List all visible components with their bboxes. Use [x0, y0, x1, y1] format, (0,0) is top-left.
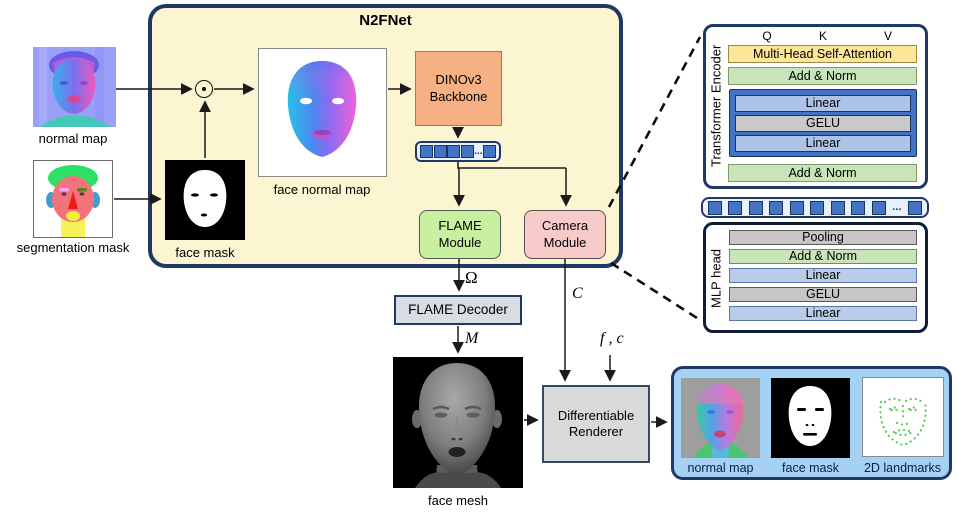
- token-square: [769, 200, 784, 215]
- differentiable-renderer-box: Differentiable Renderer: [542, 385, 650, 463]
- face-normal-map-label: face normal map: [273, 182, 371, 197]
- face-mesh-art: [393, 357, 523, 488]
- flame-module-box: FLAME Module: [419, 210, 501, 259]
- flame-decoder-box: FLAME Decoder: [394, 295, 522, 325]
- token-square: [851, 200, 866, 215]
- face-mask-art: [165, 160, 245, 240]
- mlp-linear-row-2: Linear: [729, 306, 917, 321]
- token-square: [460, 145, 474, 158]
- token-square: [810, 200, 825, 215]
- token-bar-small: ...: [415, 141, 501, 162]
- token-square: [871, 200, 886, 215]
- token-strip-ellipsis: ...: [892, 201, 902, 213]
- transformer-encoder-label: Transformer Encoder: [708, 44, 724, 168]
- output-landmarks-image: [862, 377, 944, 457]
- multi-head-self-attention-row: Multi-Head Self-Attention: [728, 45, 917, 63]
- dot-core: [202, 87, 206, 91]
- token-square: [907, 200, 922, 215]
- token-ellipsis: ...: [474, 145, 483, 157]
- token-square: [830, 200, 845, 215]
- token-square: [728, 200, 743, 215]
- m-symbol: M: [465, 330, 479, 347]
- token-square: [420, 145, 433, 158]
- output-normal-map-art: [681, 378, 760, 458]
- output-face-mask-art: [771, 378, 850, 458]
- face-mesh-label: face mesh: [428, 493, 488, 508]
- elementwise-product-icon: [195, 80, 213, 98]
- token-square: [433, 145, 447, 158]
- q-label: Q: [762, 29, 772, 43]
- v-label: V: [883, 29, 892, 43]
- face-mesh-image: [393, 357, 523, 488]
- output-landmarks-art: [879, 397, 927, 447]
- omega-symbol: Ω: [465, 268, 478, 287]
- token-square: [447, 145, 461, 158]
- pooling-row: Pooling: [729, 230, 917, 245]
- c-symbol: C: [572, 285, 583, 302]
- mlp-head-label: MLP head: [708, 248, 724, 308]
- normal-map-art: [33, 47, 116, 127]
- mlp-add-norm-row: Add & Norm: [729, 249, 917, 264]
- token-square: [789, 200, 804, 215]
- normal-map-image: [33, 47, 116, 127]
- n2fnet-title: N2FNet: [359, 12, 412, 29]
- add-norm-row-2: Add & Norm: [728, 164, 917, 182]
- gelu-row-1: GELU: [735, 115, 911, 132]
- output-face-mask-label: face mask: [782, 461, 839, 475]
- token-strip: ...: [701, 197, 929, 218]
- k-label: K: [818, 29, 827, 43]
- face-normal-map-art: [287, 61, 357, 157]
- dashed-line-camera-to-mlp: [610, 261, 698, 320]
- segmentation-mask-input-label: segmentation mask: [16, 240, 130, 255]
- token-square: [748, 200, 763, 215]
- face-mask-image: [165, 160, 245, 240]
- mlp-linear-row-1: Linear: [729, 268, 917, 283]
- token-square: [708, 200, 722, 215]
- linear-row-1: Linear: [735, 95, 911, 112]
- f-c-symbol: f , c: [600, 330, 624, 347]
- segmentation-mask-image: [33, 160, 113, 238]
- linear-row-2: Linear: [735, 135, 911, 152]
- dinov3-backbone-box: DINOv3 Backbone: [415, 51, 502, 126]
- segmentation-mask-art: [34, 161, 112, 237]
- mlp-gelu-row: GELU: [729, 287, 917, 302]
- normal-map-input-label: normal map: [38, 131, 108, 146]
- output-normal-map-image: [681, 378, 760, 458]
- output-face-mask-image: [771, 378, 850, 458]
- output-landmarks-label: 2D landmarks: [863, 461, 942, 475]
- face-mask-input-label: face mask: [175, 245, 235, 260]
- token-square: [483, 145, 496, 158]
- add-norm-row-1: Add & Norm: [728, 67, 917, 85]
- face-normal-map-image: [258, 48, 387, 177]
- output-normal-map-label: normal map: [687, 461, 754, 475]
- camera-module-box: Camera Module: [524, 210, 606, 259]
